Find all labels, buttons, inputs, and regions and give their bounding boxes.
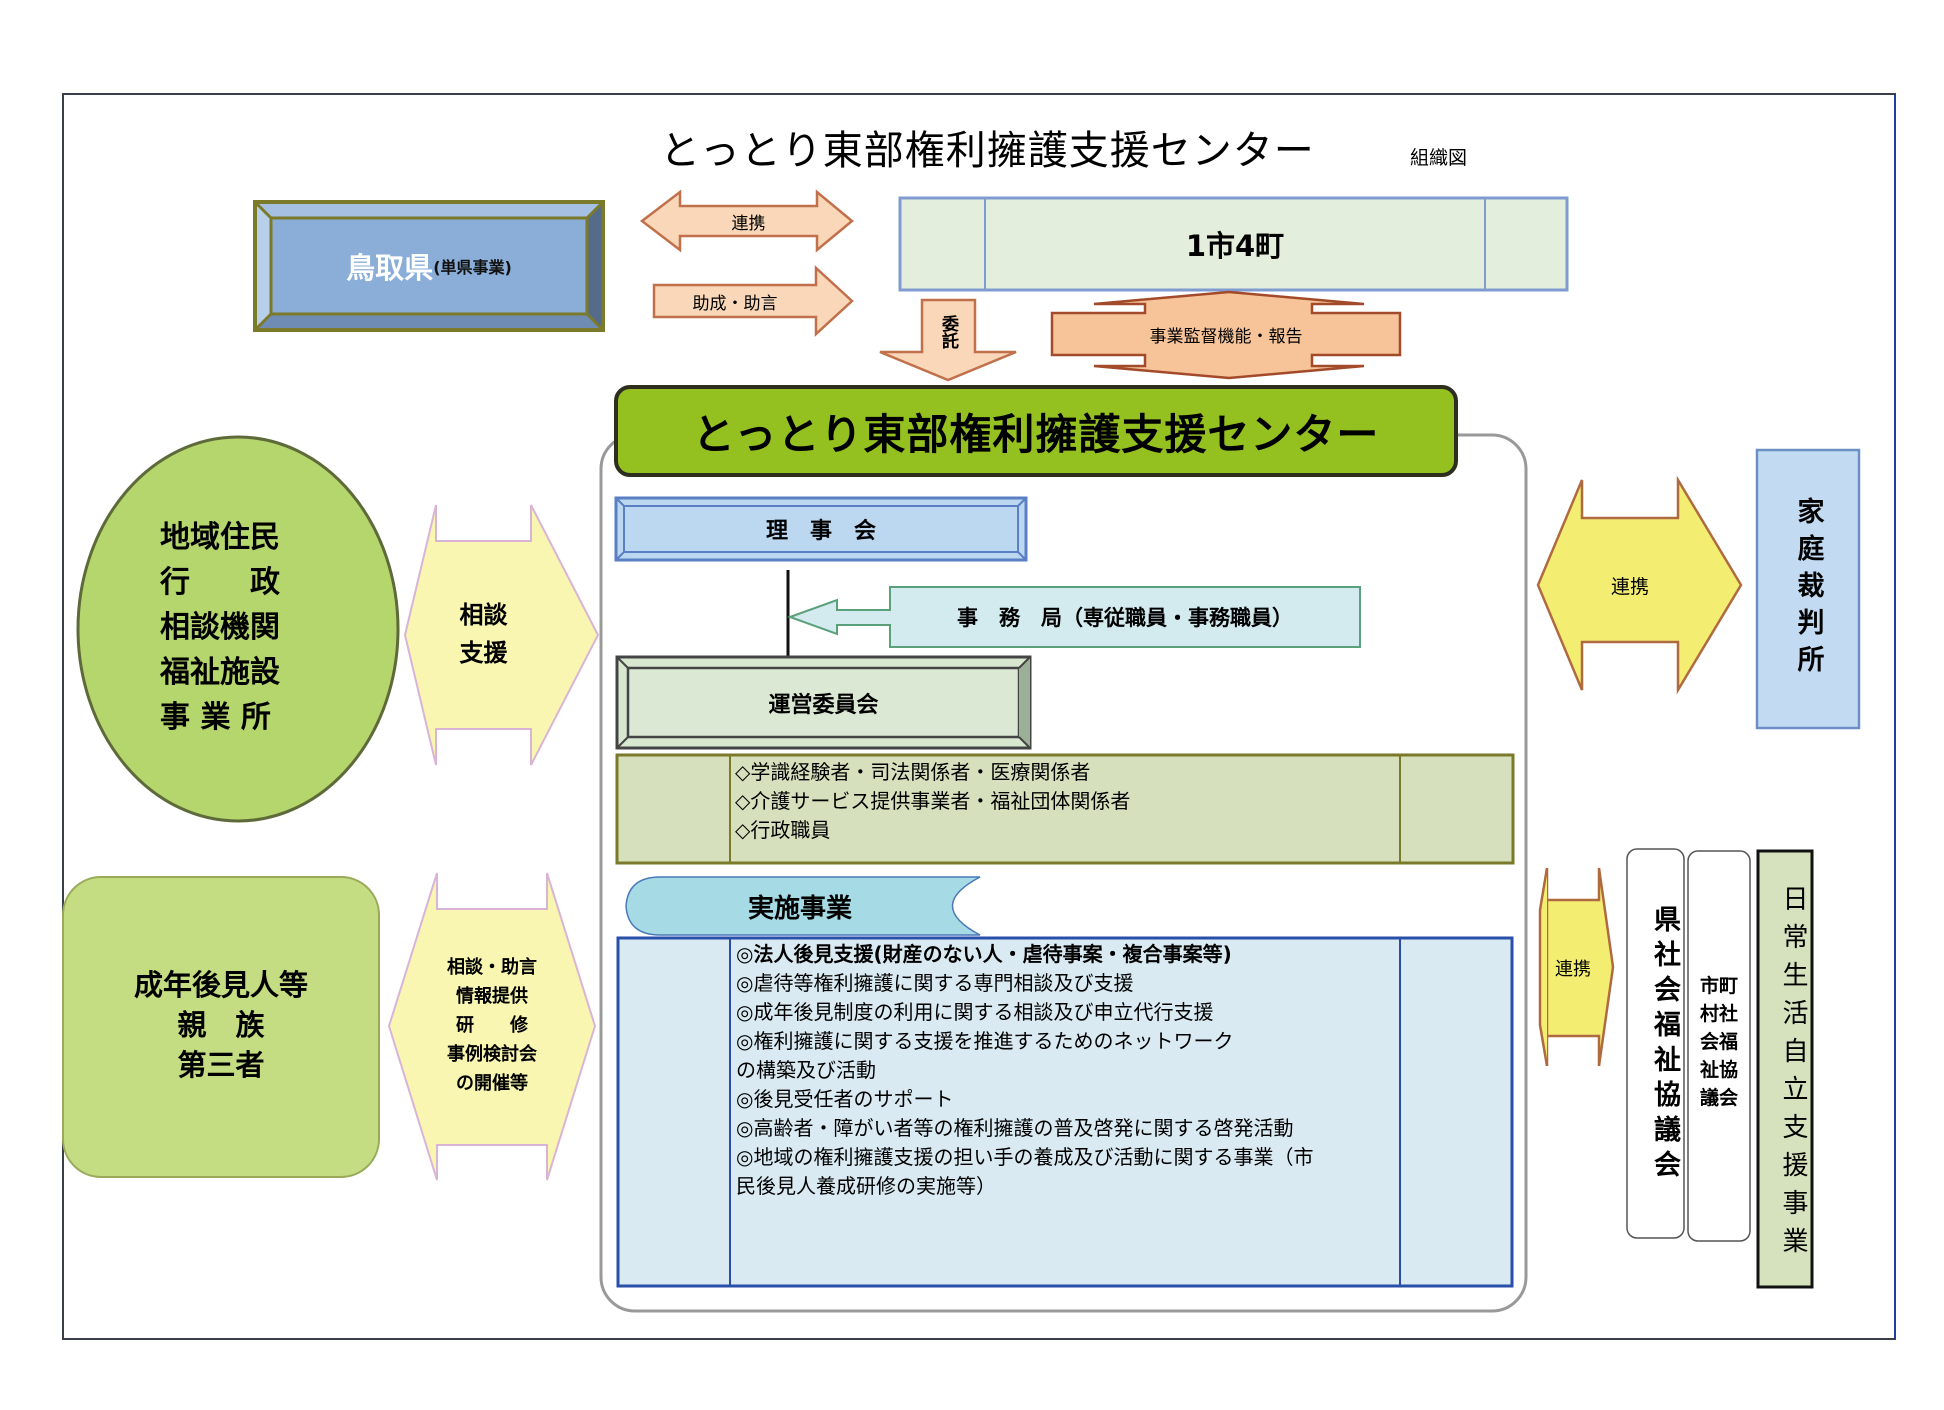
projects-tab-label: 実施事業 (747, 893, 852, 924)
family-court-label: 家庭裁判所 (1792, 496, 1824, 682)
steering-committee-box-shape (615, 655, 1032, 750)
center-banner-shape (614, 385, 1458, 477)
daily-life-support-box (1756, 849, 1814, 1289)
entrust-label: 委託 (938, 315, 958, 349)
municipal-council-line: 議会 (1699, 1087, 1738, 1109)
project-item: ◎権利擁護に関する支援を推進するためのネットワーク (736, 1029, 1234, 1053)
cooperation-arrow-top (639, 189, 854, 253)
municipal-council-line: 市町 (1699, 975, 1738, 997)
community-item: 相談機関 (160, 610, 280, 645)
committee-member-item: ◇行政職員 (735, 818, 831, 842)
project-item: ◎高齢者・障がい者等の権利擁護の普及啓発に関する啓発活動 (736, 1116, 1294, 1140)
project-item: ◎成年後見制度の利用に関する相談及び申立代行支援 (736, 1000, 1214, 1024)
services-arrow (387, 872, 597, 1181)
services-line: の開催等 (456, 1073, 528, 1094)
consult-support-line: 相談 (459, 601, 508, 629)
prefectural-council-label: 県社会福祉協議会 (1649, 905, 1680, 1185)
guardians-item: 親 族 (177, 1008, 265, 1042)
municipal-council-box (1687, 850, 1751, 1242)
supervision-label: 事業監督機能・報告 (1149, 326, 1303, 347)
guardians-list: 成年後見人等 親 族 第三者 (63, 965, 379, 1085)
community-item: 福祉施設 (160, 655, 280, 690)
consult-support-line: 支援 (459, 639, 508, 667)
project-item: ◎地域の権利擁護支援の担い手の養成及び活動に関する事業（市 (736, 1145, 1314, 1169)
consult-support-label: 相談 支援 (436, 596, 531, 672)
subsidy-arrow-label: 助成・助言 (692, 293, 778, 314)
cooperation-arrow-top-label: 連携 (731, 213, 766, 234)
diagram-title: とっとり東部権利擁護支援センター (660, 128, 1315, 174)
services-line: 事例検討会 (447, 1044, 537, 1065)
secretariat-arrow (787, 586, 1361, 648)
cooperation-arrow-bottom-label: 連携 (1555, 959, 1591, 980)
center-banner-title: とっとり東部権利擁護支援センター (692, 409, 1380, 459)
entrust-arrow (879, 298, 1017, 382)
projects-table-shape (616, 936, 1514, 1288)
subsidy-arrow (652, 265, 854, 337)
prefecture-name: 鳥取県 (346, 251, 434, 285)
community-item: 地域住民 (160, 520, 280, 555)
cooperation-arrow-right (1536, 475, 1743, 695)
prefecture-box-shape (253, 200, 605, 332)
guardians-box (62, 876, 380, 1178)
steering-committee-label: 運営委員会 (768, 692, 879, 718)
projects-tab-shape (625, 876, 981, 936)
community-list: 地域住民 行 政 相談機関 福祉施設 事 業 所 (160, 515, 320, 740)
project-item: ◎虐待等権利擁護に関する専門相談及び支援 (736, 971, 1134, 995)
diagram-frame (62, 93, 1896, 1340)
prefecture-note: (単県事業) (433, 258, 512, 277)
project-item: ◎後見受任者のサポート (736, 1087, 954, 1111)
community-ellipse (76, 435, 400, 823)
secretariat-label: 事 務 局（専従職員・事務職員） (957, 606, 1293, 630)
committee-member-item: ◇介護サービス提供事業者・福祉団体関係者 (735, 789, 1131, 813)
cooperation-arrow-right-label: 連携 (1610, 575, 1649, 598)
committee-members-list: ◇学識経験者・司法関係者・医療関係者 ◇介護サービス提供事業者・福祉団体関係者 … (735, 758, 1395, 845)
project-item: の構築及び活動 (736, 1058, 876, 1082)
family-court-box (1755, 448, 1861, 730)
services-label: 相談・助言 情報提供 研 修 事例検討会 の開催等 (427, 953, 557, 1098)
prefecture-label: 鳥取県 (単県事業) (271, 218, 587, 314)
committee-member-item: ◇学識経験者・司法関係者・医療関係者 (735, 760, 1091, 784)
daily-life-support-label: 日常生活自立支援事業 (1778, 885, 1808, 1265)
services-line: 相談・助言 (447, 957, 537, 978)
municipal-box-shape (898, 196, 1569, 292)
supervision-arrow (1050, 290, 1402, 380)
community-item: 行 政 (160, 565, 280, 600)
services-line: 研 修 (456, 1015, 528, 1036)
project-item: 民後見人養成研修の実施等） (736, 1174, 996, 1198)
municipal-council-line: 会福 (1699, 1031, 1738, 1053)
municipal-council-line: 祉協 (1699, 1059, 1738, 1081)
board-box-shape (614, 496, 1028, 562)
municipal-council-label: 市町 村社 会福 祉協 議会 (1688, 972, 1750, 1112)
community-item: 事 業 所 (160, 700, 271, 735)
project-item: ◎法人後見支援(財産のない人・虐待事案・複合事案等) (736, 942, 1232, 966)
board-label: 理 事 会 (765, 519, 876, 544)
committee-members-table-shape (615, 753, 1515, 865)
guardians-item: 成年後見人等 (133, 968, 308, 1002)
guardians-item: 第三者 (177, 1048, 265, 1082)
prefectural-council-box (1626, 848, 1685, 1239)
municipal-council-line: 村社 (1699, 1003, 1738, 1025)
municipal-label: 1市4町 (1185, 229, 1285, 263)
consult-support-arrow (403, 504, 600, 766)
services-line: 情報提供 (456, 986, 528, 1007)
projects-list: ◎法人後見支援(財産のない人・虐待事案・複合事案等) ◎虐待等権利擁護に関する専… (736, 940, 1401, 1201)
diagram-subtitle: 組織図 (1410, 147, 1468, 169)
